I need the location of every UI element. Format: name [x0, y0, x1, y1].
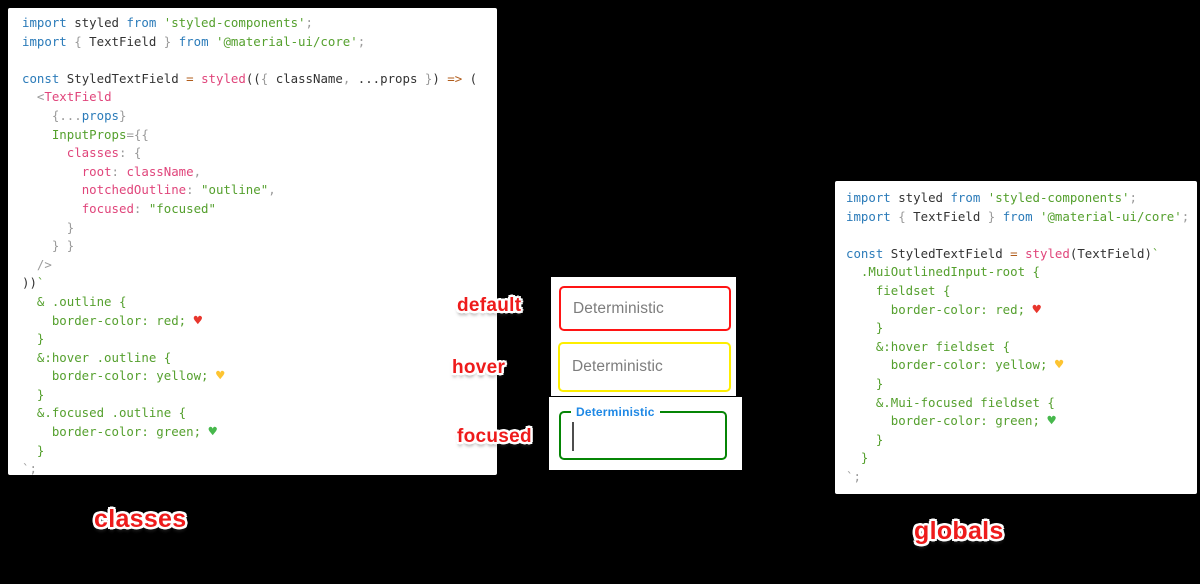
code-line: border-color: red; ♥ — [846, 301, 1041, 318]
code-panel-classes: import styled from 'styled-components'; i… — [8, 8, 497, 476]
code-line: border-color: red; ♥ — [22, 312, 203, 329]
code-line: border-color: green; ♥ — [22, 424, 217, 441]
state-label-focused: focused — [457, 426, 532, 447]
code-line: fieldset { — [846, 282, 951, 298]
code-line: root: className, — [81, 163, 202, 179]
code-line: notchedOutline: "outline", — [81, 182, 276, 198]
right-code: import styled from 'styled-components'; i… — [835, 181, 1197, 487]
code-line: &.focused .outline { — [22, 405, 187, 421]
code-line: import { TextField } from '@material-ui/… — [22, 33, 366, 49]
code-line: &:hover fieldset { — [846, 338, 1011, 354]
textfield-focused[interactable]: Deterministic — [559, 404, 727, 460]
code-line: const StyledTextField = styled(({ classN… — [22, 70, 478, 86]
caption-classes: classes — [94, 505, 187, 533]
code-line: } — [846, 431, 884, 447]
textfield-hover[interactable]: Deterministic — [558, 342, 731, 392]
code-line: /> — [22, 256, 52, 272]
code-line: import { TextField } from '@material-ui/… — [846, 208, 1190, 224]
code-line: } — [22, 219, 75, 235]
code-line: &:hover .outline { — [22, 349, 172, 365]
textfield-hover-placeholder: Deterministic — [572, 358, 663, 375]
code-line: } — [846, 450, 869, 466]
state-label-default: default — [457, 295, 522, 316]
textfield-default-placeholder: Deterministic — [573, 299, 664, 317]
code-line — [846, 226, 1197, 245]
code-line: border-color: green; ♥ — [846, 413, 1056, 430]
code-line: } — [846, 375, 884, 391]
code-line — [22, 51, 497, 70]
textfield-demo-card-bottom: Deterministic — [549, 397, 742, 470]
code-line: import styled from 'styled-components'; — [846, 190, 1137, 205]
code-line: } — [22, 331, 45, 347]
code-line: focused: "focused" — [81, 200, 216, 216]
textfield-default[interactable]: Deterministic — [559, 286, 731, 331]
textfield-focused-floating-label: Deterministic — [571, 404, 660, 419]
code-line: InputProps={{ — [51, 126, 149, 142]
code-line: `; — [22, 461, 37, 477]
code-line: <TextField — [22, 89, 112, 105]
code-line: & .outline { — [22, 293, 127, 309]
code-panel-globals: import styled from 'styled-components'; i… — [835, 181, 1197, 494]
code-line: {...props} — [22, 107, 127, 123]
code-line: } — [22, 442, 45, 458]
code-line: } — [22, 386, 45, 402]
code-line: .MuiOutlinedInput-root { — [846, 264, 1040, 280]
caption-globals: globals — [914, 517, 1004, 545]
code-line: border-color: yellow; ♥ — [22, 368, 225, 385]
code-line: border-color: yellow; ♥ — [846, 357, 1064, 374]
code-line: &.Mui-focused fieldset { — [846, 394, 1055, 410]
code-line: ))` — [22, 275, 45, 291]
state-label-hover: hover — [452, 357, 506, 378]
text-cursor — [572, 422, 574, 451]
left-code: import styled from 'styled-components'; i… — [8, 8, 497, 479]
code-line: `; — [846, 468, 861, 484]
textfield-demo-card-top: Deterministic Deterministic — [551, 277, 736, 396]
code-line: } — [846, 320, 884, 336]
code-line: const StyledTextField = styled(TextField… — [846, 245, 1160, 261]
code-line: } } — [22, 238, 75, 254]
code-line: import styled from 'styled-components'; — [22, 15, 313, 30]
code-line: classes: { — [66, 145, 142, 161]
